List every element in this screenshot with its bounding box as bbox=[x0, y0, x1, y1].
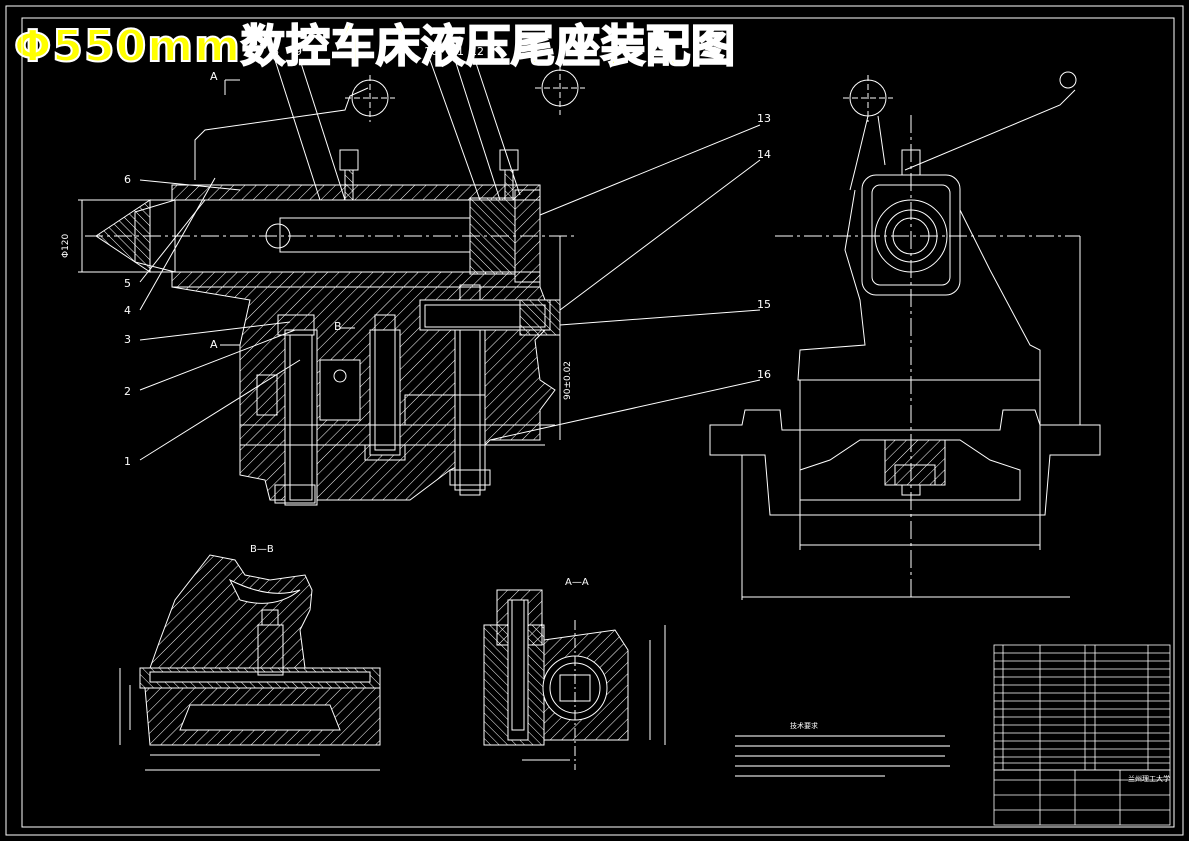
balloon-15: 15 bbox=[757, 298, 771, 311]
technical-requirements: 技术要求 bbox=[735, 721, 950, 777]
section-mark-b: B bbox=[334, 320, 342, 333]
view-bb-label: B—B bbox=[250, 544, 274, 555]
balloon-4: 4 bbox=[124, 304, 131, 317]
main-section-view bbox=[78, 59, 761, 506]
balloon-13: 13 bbox=[757, 112, 771, 125]
balloon-6: 6 bbox=[124, 173, 131, 186]
drawing-title: Φ550mm数控车床液压尾座装配图 bbox=[13, 20, 736, 73]
tech-req-title: 技术要求 bbox=[790, 721, 818, 730]
balloon-5: 5 bbox=[124, 277, 131, 290]
outer-frame bbox=[5, 5, 1184, 836]
parts-list bbox=[993, 644, 1171, 826]
balloon-14: 14 bbox=[757, 148, 771, 161]
balloon-8: 8 bbox=[272, 45, 279, 58]
side-view bbox=[709, 71, 1101, 600]
dim-90: 90±0.02 bbox=[563, 361, 573, 400]
balloon-12: 12 bbox=[470, 45, 484, 58]
balloon-1: 1 bbox=[124, 455, 131, 468]
view-aa-label: A—A bbox=[565, 577, 589, 588]
inner-frame bbox=[21, 17, 1175, 828]
view-bb bbox=[119, 554, 381, 771]
balloon-11: 11 bbox=[450, 45, 464, 58]
section-mark-a-bottom: A bbox=[210, 338, 218, 351]
section-mark-a-top: A bbox=[210, 70, 218, 83]
balloon-labels: 1 2 3 4 5 6 8 9 10 11 12 13 14 15 16 A A… bbox=[61, 45, 771, 468]
balloon-10: 10 bbox=[424, 45, 438, 58]
balloon-16: 16 bbox=[757, 368, 771, 381]
school-name: 兰州理工大学 bbox=[1128, 774, 1170, 783]
dim-phi120: Φ120 bbox=[61, 233, 71, 258]
balloon-3: 3 bbox=[124, 333, 131, 346]
view-aa bbox=[483, 589, 666, 770]
balloon-9: 9 bbox=[295, 45, 302, 58]
balloon-2: 2 bbox=[124, 385, 131, 398]
